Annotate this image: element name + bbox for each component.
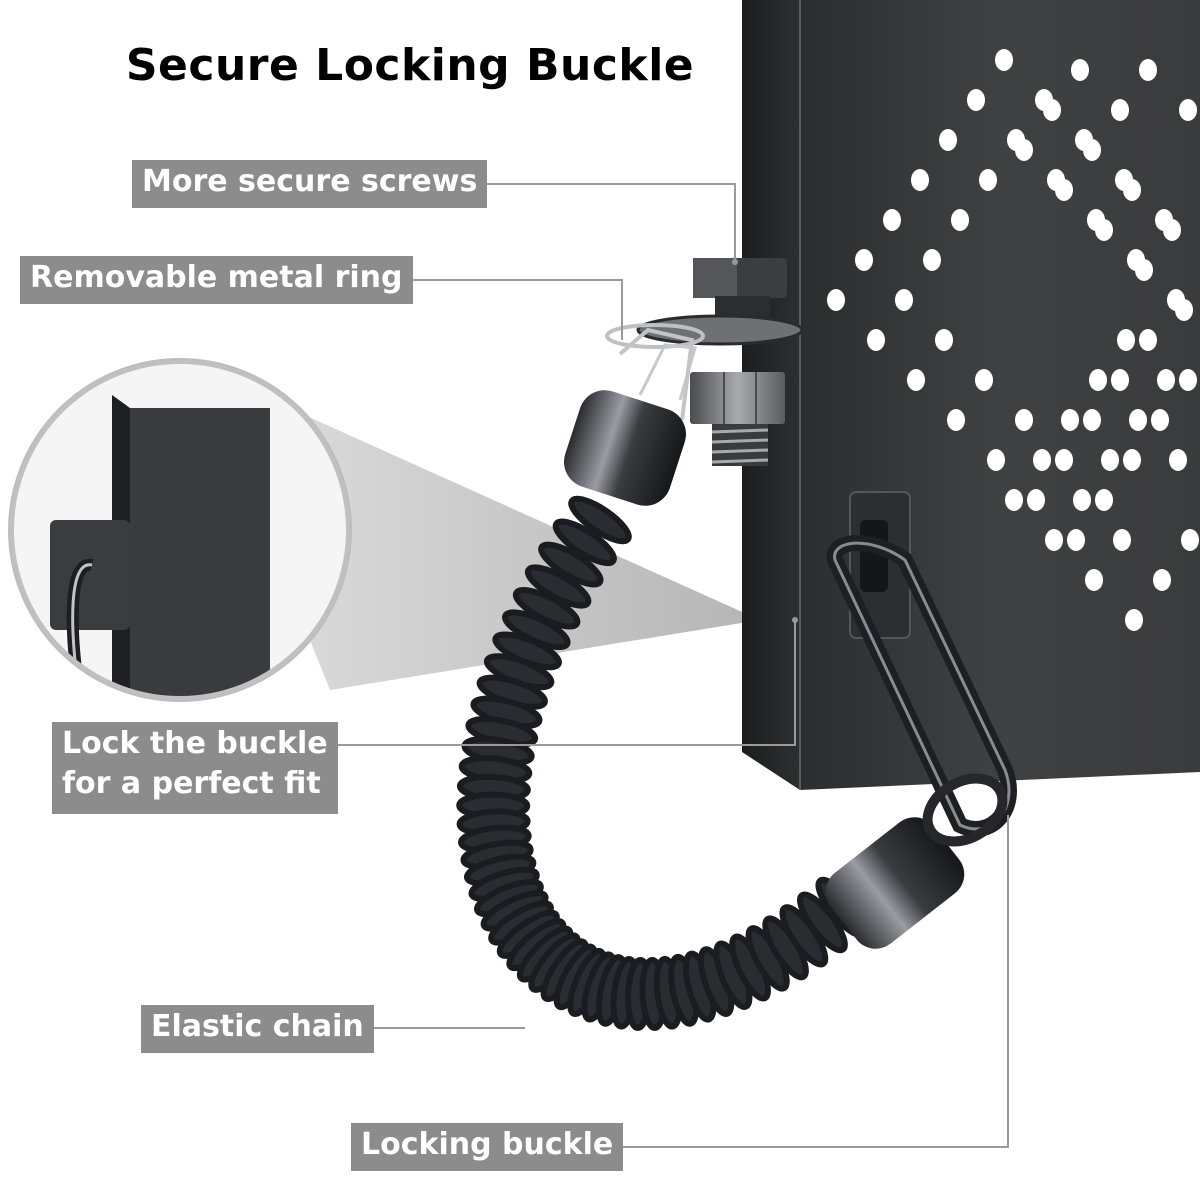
perforation-hole: [907, 369, 925, 391]
perforation-hole: [1125, 609, 1143, 631]
perforation-hole: [1139, 329, 1157, 351]
page-title: Secure Locking Buckle: [125, 40, 695, 91]
coil-loop: [538, 541, 604, 588]
perforation-hole: [1169, 449, 1187, 471]
perforation-hole: [1071, 59, 1089, 81]
zoom-cone: [200, 368, 760, 690]
perforation-hole: [855, 249, 873, 271]
perforation-hole: [1043, 99, 1061, 121]
chain-bottom-cap: [825, 817, 965, 949]
perforation-hole: [1045, 529, 1063, 551]
perforation-hole: [1067, 529, 1085, 551]
chain-top-cap: [564, 327, 695, 506]
perforation-hole: [1015, 409, 1033, 431]
callout-chain-text: Elastic chain: [151, 1009, 364, 1044]
perforation-hole: [1055, 179, 1073, 201]
perforation-hole: [867, 329, 885, 351]
perforation-hole: [1111, 99, 1129, 121]
perforation-hole: [1151, 409, 1169, 431]
perforation-hole: [1179, 99, 1197, 121]
perforation-hole: [1139, 59, 1157, 81]
perforation-hole: [947, 409, 965, 431]
coil-loop: [568, 495, 632, 545]
perforation-hole: [923, 249, 941, 271]
perforation-hole: [975, 369, 993, 391]
callout-lock-the-buckle: Lock the buckle for a perfect fit: [52, 722, 338, 814]
callout-screws-text: More secure screws: [142, 164, 478, 199]
perforation-hole: [987, 449, 1005, 471]
perforation-hole: [1113, 529, 1131, 551]
perforation-hole: [1181, 529, 1199, 551]
perforation-hole: [883, 209, 901, 231]
perforation-hole: [935, 329, 953, 351]
perforation-hole: [1163, 219, 1181, 241]
perforation-hole: [1083, 409, 1101, 431]
perforation-hole: [1179, 369, 1197, 391]
perforation-hole: [1117, 329, 1135, 351]
perforation-hole: [1153, 569, 1171, 591]
callout-ring-text: Removable metal ring: [30, 260, 403, 295]
perforation-hole: [1033, 449, 1051, 471]
perforation-hole: [1083, 139, 1101, 161]
perforation-hole: [1061, 409, 1079, 431]
perforation-hole: [1129, 409, 1147, 431]
carabiner-buckle: [826, 535, 1017, 847]
perforation-hole: [1085, 569, 1103, 591]
callout-elastic-chain: Elastic chain: [141, 1005, 374, 1053]
perforation-hole: [911, 169, 929, 191]
coil-loop: [552, 518, 617, 567]
perforation-hole: [1123, 449, 1141, 471]
perforation-hole: [1111, 369, 1129, 391]
perforation-hole: [1027, 489, 1045, 511]
magnifier-inset: [8, 358, 352, 702]
leader-lines: [322, 183, 1009, 1148]
callout-lock-text-line2: for a perfect fit: [62, 766, 321, 801]
callout-locking-buckle: Locking buckle: [351, 1123, 624, 1171]
perforation-hole: [1135, 259, 1153, 281]
perforation-hole: [995, 49, 1013, 71]
perforation-hole: [1015, 139, 1033, 161]
perforation-hole: [895, 289, 913, 311]
perforation-hole: [1005, 489, 1023, 511]
perforation-hole: [1101, 449, 1119, 471]
perforation-hole: [1089, 369, 1107, 391]
callout-buckle-text: Locking buckle: [361, 1127, 614, 1162]
callout-more-secure-screws: More secure screws: [132, 160, 488, 208]
perforation-hole: [1073, 489, 1091, 511]
perforation-hole: [1123, 179, 1141, 201]
perforation-holes: [827, 49, 1199, 631]
perforation-hole: [1175, 299, 1193, 321]
perforation-hole: [951, 209, 969, 231]
perforation-hole: [1157, 369, 1175, 391]
perforation-hole: [979, 169, 997, 191]
perforation-hole: [1095, 219, 1113, 241]
perforation-hole: [1055, 449, 1073, 471]
callout-lock-text-line1: Lock the buckle: [62, 726, 328, 761]
perforation-hole: [827, 289, 845, 311]
perforation-hole: [1095, 489, 1113, 511]
perforation-hole: [939, 129, 957, 151]
perforation-hole: [967, 89, 985, 111]
callout-removable-metal-ring: Removable metal ring: [20, 256, 413, 304]
black-panel: [742, 0, 1200, 790]
elastic-chain: [456, 495, 868, 1031]
